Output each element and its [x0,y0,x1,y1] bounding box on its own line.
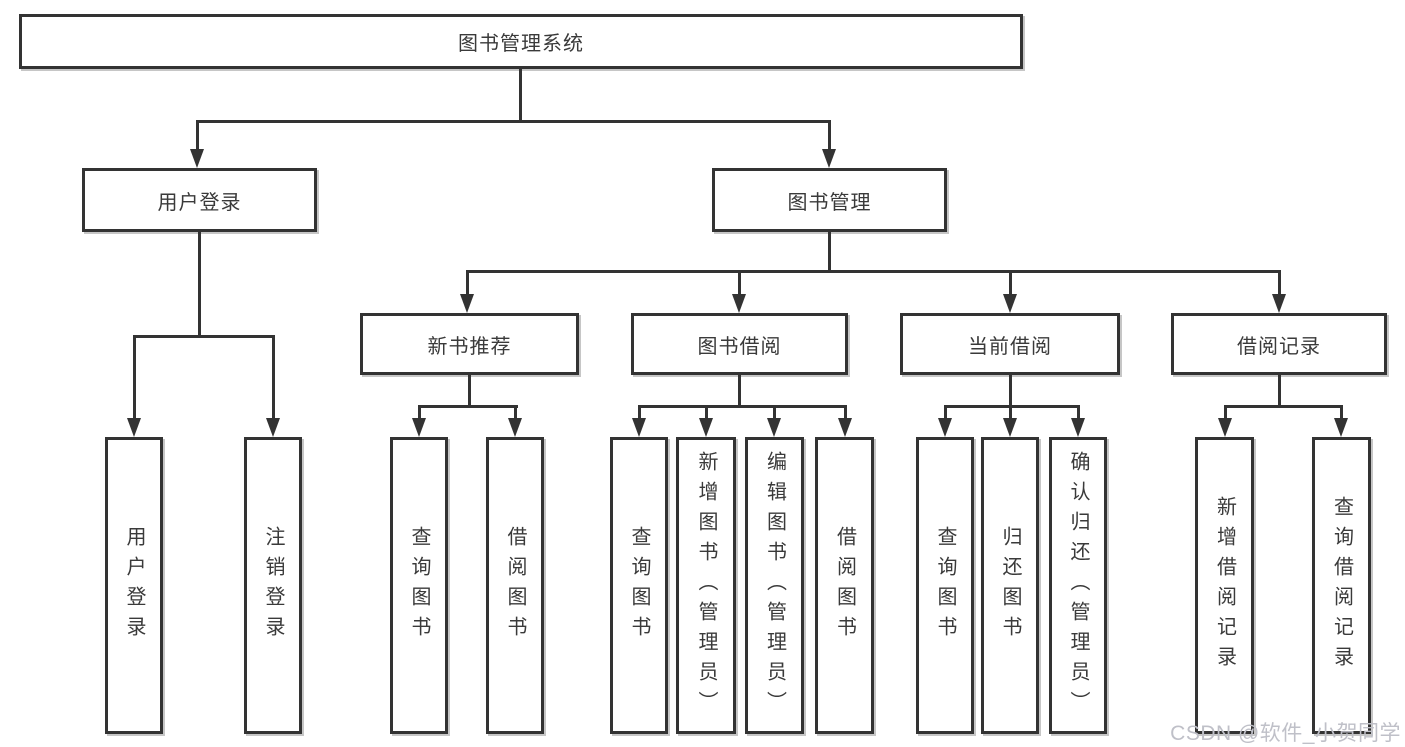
connector-line [1009,405,1012,419]
node-confirm-return-admin: 确认归还（管理员） [1049,437,1107,734]
connector-line [1224,405,1342,408]
arrow-down-icon [127,418,141,437]
node-borrow-books: 借阅图书 [815,437,874,734]
connector-line [1278,375,1281,406]
node-label: 查询图书 [934,525,956,646]
node-library-management-system: 图书管理系统 [19,14,1023,69]
node-label: 新增图书（管理员） [695,450,717,721]
connector-line [1009,270,1012,295]
connector-line [133,335,136,419]
node-new-book-recommendation: 新书推荐 [360,313,579,375]
node-label: 新增借阅记录 [1213,495,1236,676]
arrow-down-icon [1071,418,1085,437]
arrow-down-icon [1218,418,1232,437]
connector-line [196,120,831,123]
arrow-down-icon [266,418,280,437]
node-label: 注销登录 [262,525,284,646]
connector-line [705,405,708,419]
node-current-borrowing: 当前借阅 [900,313,1120,375]
node-query-books-borrowing: 查询图书 [610,437,668,734]
node-query-books-current: 查询图书 [916,437,974,734]
arrow-down-icon [190,149,204,168]
node-label: 借阅图书 [504,525,526,646]
node-label: 当前借阅 [968,335,1052,358]
arrow-down-icon [732,294,746,313]
node-label: 确认归还（管理员） [1067,450,1089,721]
node-label: 借阅记录 [1237,335,1321,358]
node-edit-books-admin: 编辑图书（管理员） [745,437,804,734]
connector-line [418,405,421,419]
connector-line [418,405,518,408]
connector-line [466,270,469,295]
node-label: 借阅图书 [833,525,856,646]
arrow-down-icon [838,418,852,437]
node-label: 用户登录 [157,191,242,214]
node-borrow-books-recommend: 借阅图书 [486,437,544,734]
connector-line [468,375,471,406]
node-add-books-admin: 新增图书（管理员） [676,437,736,734]
connector-line [844,405,847,419]
connector-line [738,270,741,295]
connector-line [944,405,1080,408]
node-user-login: 用户登录 [82,168,317,232]
connector-line [1077,405,1080,419]
connector-line [133,335,275,338]
node-label: 编辑图书（管理员） [763,450,786,721]
node-book-management: 图书管理 [712,168,947,232]
node-label: 图书管理系统 [458,33,584,55]
arrow-down-icon [822,149,836,168]
node-user-login-leaf: 用户登录 [105,437,163,734]
connector-line [638,405,847,408]
arrow-down-icon [460,294,474,313]
arrow-down-icon [632,418,646,437]
connector-line [1278,270,1281,295]
connector-line [272,335,275,419]
arrow-down-icon [767,418,781,437]
node-book-borrowing: 图书借阅 [631,313,848,375]
node-label: 查询图书 [408,525,430,646]
arrow-down-icon [508,418,522,437]
node-label: 用户登录 [123,525,145,646]
node-label: 查询借阅记录 [1330,495,1353,676]
connector-line [828,232,831,271]
node-return-books: 归还图书 [981,437,1039,734]
connector-line [1224,405,1227,419]
connector-line [944,405,947,419]
connector-line [828,120,831,151]
connector-line [466,270,1281,273]
arrow-down-icon [938,418,952,437]
node-label: 查询图书 [628,525,650,646]
node-add-borrow-record: 新增借阅记录 [1195,437,1254,734]
connector-line [773,405,776,419]
arrow-down-icon [1003,294,1017,313]
node-label: 图书借阅 [697,335,782,358]
node-query-books-recommend: 查询图书 [390,437,448,734]
watermark: CSDN @软件_小贺同学 [1170,722,1401,745]
arrow-down-icon [1003,418,1017,437]
connector-line [738,375,741,406]
connector-line [638,405,641,419]
arrow-down-icon [412,418,426,437]
arrow-down-icon [1334,418,1348,437]
node-query-borrow-record: 查询借阅记录 [1312,437,1371,734]
arrow-down-icon [699,418,713,437]
node-label: 归还图书 [999,525,1021,646]
connector-line [514,405,517,419]
connector-line [1009,375,1012,406]
connector-line [519,69,522,121]
node-label: 图书管理 [787,191,872,214]
connector-line [196,120,199,151]
node-label: 新书推荐 [427,335,512,358]
connector-line [1340,405,1343,419]
node-logout: 注销登录 [244,437,302,734]
node-borrowing-records: 借阅记录 [1171,313,1387,375]
arrow-down-icon [1272,294,1286,313]
connector-line [198,232,201,336]
